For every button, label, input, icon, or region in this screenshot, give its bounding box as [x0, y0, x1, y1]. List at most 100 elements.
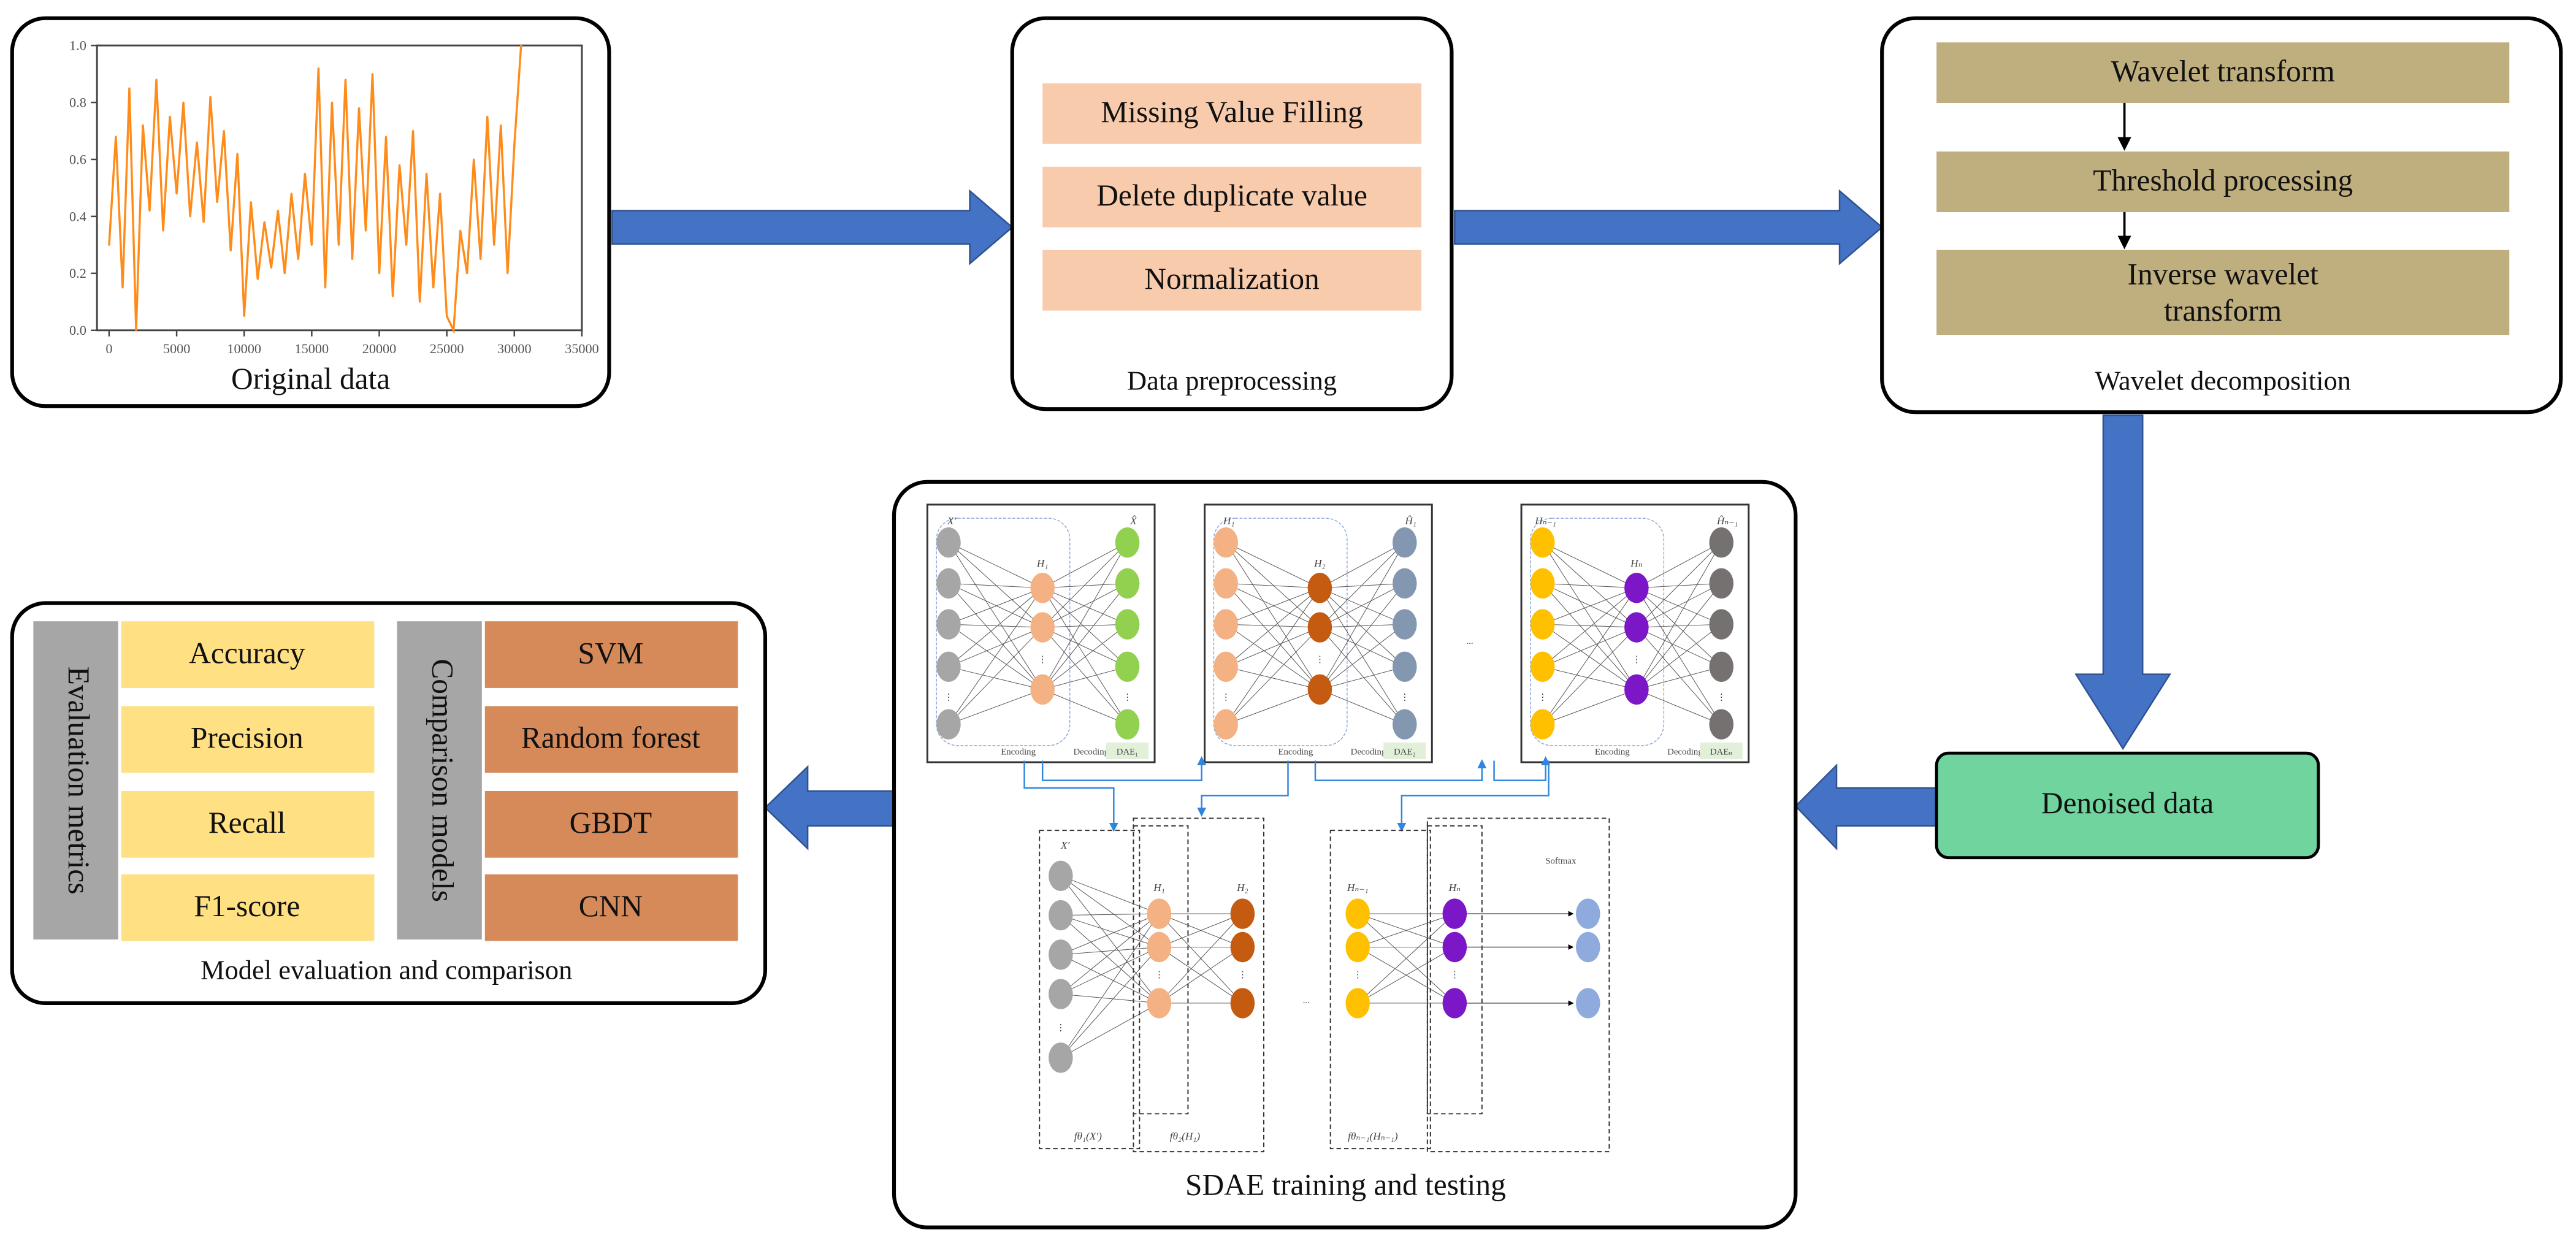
neuron [1624, 612, 1649, 643]
connection [1042, 627, 1128, 667]
data-point [493, 243, 495, 246]
connection [1636, 583, 1722, 628]
dae-output-label: Ĥₙ₋₁ [1716, 515, 1738, 527]
connection [1226, 689, 1320, 725]
connection [948, 624, 1043, 690]
connection [1225, 627, 1320, 725]
connection [1320, 627, 1405, 667]
neuron [1345, 898, 1370, 929]
connection [1225, 542, 1320, 589]
connection [1060, 875, 1160, 947]
connection [1320, 666, 1405, 690]
connection [1358, 913, 1455, 947]
data-point [169, 115, 171, 118]
neuron [1709, 527, 1734, 558]
data-point [162, 229, 164, 232]
connection [1542, 627, 1637, 725]
y-tick-label: 0.2 [69, 266, 86, 281]
data-point [506, 272, 509, 275]
connection [1636, 627, 1722, 667]
connection [1060, 875, 1160, 914]
connection [1042, 542, 1128, 690]
data-point [182, 101, 185, 104]
neuron [1345, 988, 1370, 1019]
more-neurons: ⋮ [1717, 693, 1726, 703]
encoding-label: Encoding [1278, 748, 1313, 757]
more-neurons: ⋮ [1056, 1023, 1065, 1033]
data-point [480, 258, 482, 261]
neuron [1624, 573, 1649, 603]
model-label: CNN [579, 889, 643, 923]
softmax-neuron [1576, 931, 1600, 963]
neuron [1530, 568, 1555, 599]
connection [1226, 666, 1320, 690]
neuron [1115, 568, 1140, 599]
data-point [513, 144, 516, 147]
data-point [432, 286, 435, 289]
more-neurons: ⋮ [944, 693, 954, 703]
connection [1320, 583, 1405, 690]
connection [1060, 913, 1160, 955]
connection [1226, 624, 1320, 628]
neuron [1624, 674, 1649, 705]
metric-label: F1-score [194, 889, 300, 923]
x-tick-label: 15000 [295, 341, 329, 356]
dae-tag: DAE₁ [1117, 748, 1139, 757]
preprocessing-step: Normalization [1144, 262, 1319, 296]
model-label: Random forest [521, 721, 701, 755]
connection [1060, 876, 1160, 1004]
connection [1636, 689, 1722, 725]
stack-layer-label: X′ [1060, 839, 1070, 851]
connection [1542, 587, 1637, 725]
connection [948, 587, 1043, 667]
x-tick-label: 25000 [430, 341, 464, 356]
wavelet-caption: Wavelet decomposition [2095, 365, 2351, 396]
connection [1636, 587, 1722, 625]
connection [1542, 542, 1637, 690]
neuron [1115, 609, 1140, 640]
preprocessing-panel: Missing Value Filling Delete duplicate v… [1010, 16, 1454, 411]
neuron [1049, 979, 1073, 1009]
connection [948, 587, 1043, 725]
connection [1159, 913, 1243, 947]
neuron [1530, 609, 1555, 640]
connection [1636, 542, 1722, 628]
data-point [121, 286, 124, 289]
neuron [1049, 1042, 1073, 1073]
data-point [216, 201, 218, 204]
data-point [385, 136, 388, 138]
x-tick-label: 20000 [362, 341, 397, 356]
data-point [128, 87, 131, 90]
more-neurons: ⋮ [1038, 655, 1047, 665]
connection [1042, 624, 1128, 690]
connection [1042, 627, 1128, 725]
neuron [1709, 609, 1734, 640]
connection [1636, 627, 1722, 725]
preprocessing-caption: Data preprocessing [1127, 365, 1337, 396]
connection [948, 666, 1043, 690]
data-point [426, 172, 428, 175]
wavelet-step: Wavelet transform [2111, 54, 2335, 88]
encoder-function-label: fθ₂(H₁) [1170, 1130, 1201, 1142]
data-point [372, 73, 373, 75]
connection [1320, 624, 1405, 628]
neuron [1345, 931, 1370, 963]
connection [1042, 587, 1128, 625]
more-neurons: ⋮ [1632, 655, 1641, 665]
y-tick-label: 0.0 [69, 323, 86, 338]
stack-layer-label: Hₙ [1448, 882, 1461, 893]
connection [1042, 542, 1128, 589]
more-neurons: ⋮ [1221, 693, 1231, 703]
neuron [1393, 609, 1417, 640]
connector-arrow [1041, 756, 1207, 781]
stack-layer-label: Softmax [1545, 857, 1577, 866]
softmax-neuron [1576, 898, 1600, 929]
more-neurons: ⋮ [1123, 693, 1132, 703]
neuron [1307, 612, 1332, 643]
metric-label: Accuracy [189, 636, 305, 670]
connection [1042, 666, 1128, 690]
connection [948, 542, 1043, 589]
encoder-function-label: fθ₁(X′) [1074, 1130, 1102, 1142]
evaluation-panel: Evaluation metrics Comparison models Acc… [10, 601, 768, 1006]
